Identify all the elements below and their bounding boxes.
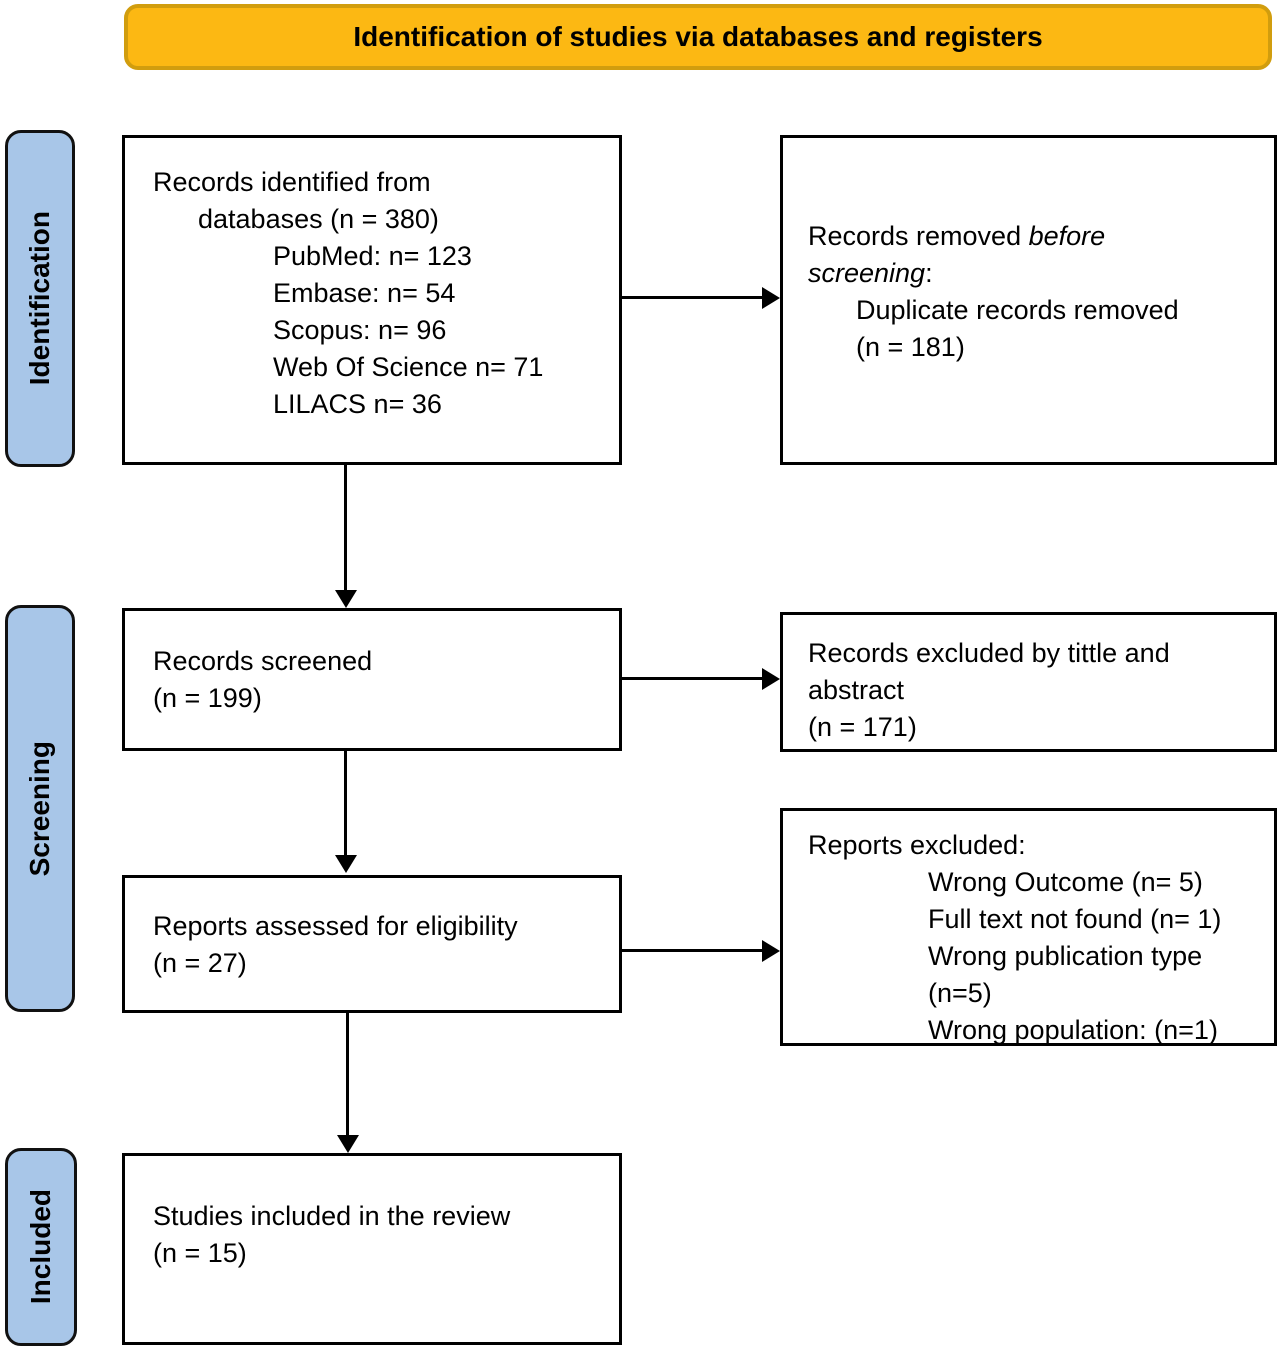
reports-assessed-line1: Reports assessed for eligibility [153,911,518,941]
reports-excluded-item: Full text not found (n= 1) [928,904,1222,934]
arrow-identified-to-removed [622,296,762,299]
box-records-removed: Records removed before screening: Duplic… [780,135,1277,465]
stage-label-included: Included [5,1148,77,1346]
reports-excluded-header: Reports excluded: [808,830,1026,860]
title-banner: Identification of studies via databases … [124,4,1272,70]
arrow-assessed-to-excluded [622,949,762,952]
arrow-identified-to-screened [344,465,347,590]
records-screened-line2: (n = 199) [153,683,262,713]
records-excluded-line2: abstract [808,675,905,705]
stage-label-screening: Screening [5,605,75,1012]
diagram-title: Identification of studies via databases … [353,21,1043,52]
reports-excluded-item: Wrong publication type [928,941,1203,971]
records-excluded-line1: Records excluded by tittle and [808,638,1170,668]
arrow-assessed-to-included [346,1013,349,1135]
reports-excluded-item: Wrong Outcome (n= 5) [928,867,1203,897]
records-identified-item: Web Of Science n= 71 [273,352,544,382]
records-identified-line2: databases (n = 380) [198,204,439,234]
records-removed-line2: screening: [808,255,1260,292]
records-removed-line1-normal: Records removed [808,221,1029,251]
arrow-screened-to-excluded [622,677,762,680]
records-removed-line2-colon: : [925,258,933,288]
stage-label-identification: Identification [5,130,75,467]
records-identified-item: Embase: n= 54 [273,278,456,308]
records-identified-item: Scopus: n= 96 [273,315,447,345]
box-reports-assessed: Reports assessed for eligibility (n = 27… [122,875,622,1013]
box-records-identified: Records identified from databases (n = 3… [122,135,622,465]
box-records-screened: Records screened (n = 199) [122,608,622,751]
records-removed-item: (n = 181) [856,332,965,362]
reports-excluded-item: Wrong population: (n=1) [928,1015,1218,1045]
stage-label-identification-text: Identification [24,211,55,386]
records-identified-item: PubMed: n= 123 [273,241,472,271]
reports-assessed-line2: (n = 27) [153,948,247,978]
records-removed-line1: Records removed before [808,218,1260,255]
records-identified-line1: Records identified from [153,167,431,197]
records-removed-line2-italic: screening [808,258,926,288]
records-identified-item: LILACS n= 36 [273,389,442,419]
stage-label-included-text: Included [25,1189,56,1305]
records-screened-line1: Records screened [153,646,373,676]
box-reports-excluded: Reports excluded: Wrong Outcome (n= 5) F… [780,808,1277,1046]
studies-included-line1: Studies included in the review [153,1201,511,1231]
studies-included-line2: (n = 15) [153,1238,247,1268]
records-excluded-line3: (n = 171) [808,712,917,742]
arrow-screened-to-assessed [344,751,347,855]
box-records-excluded: Records excluded by tittle and abstract … [780,612,1277,752]
box-studies-included: Studies included in the review (n = 15) [122,1153,622,1345]
stage-label-screening-text: Screening [24,740,55,877]
records-removed-item: Duplicate records removed [856,295,1179,325]
records-removed-line1-italic: before [1028,221,1106,251]
reports-excluded-item: (n=5) [928,978,992,1008]
